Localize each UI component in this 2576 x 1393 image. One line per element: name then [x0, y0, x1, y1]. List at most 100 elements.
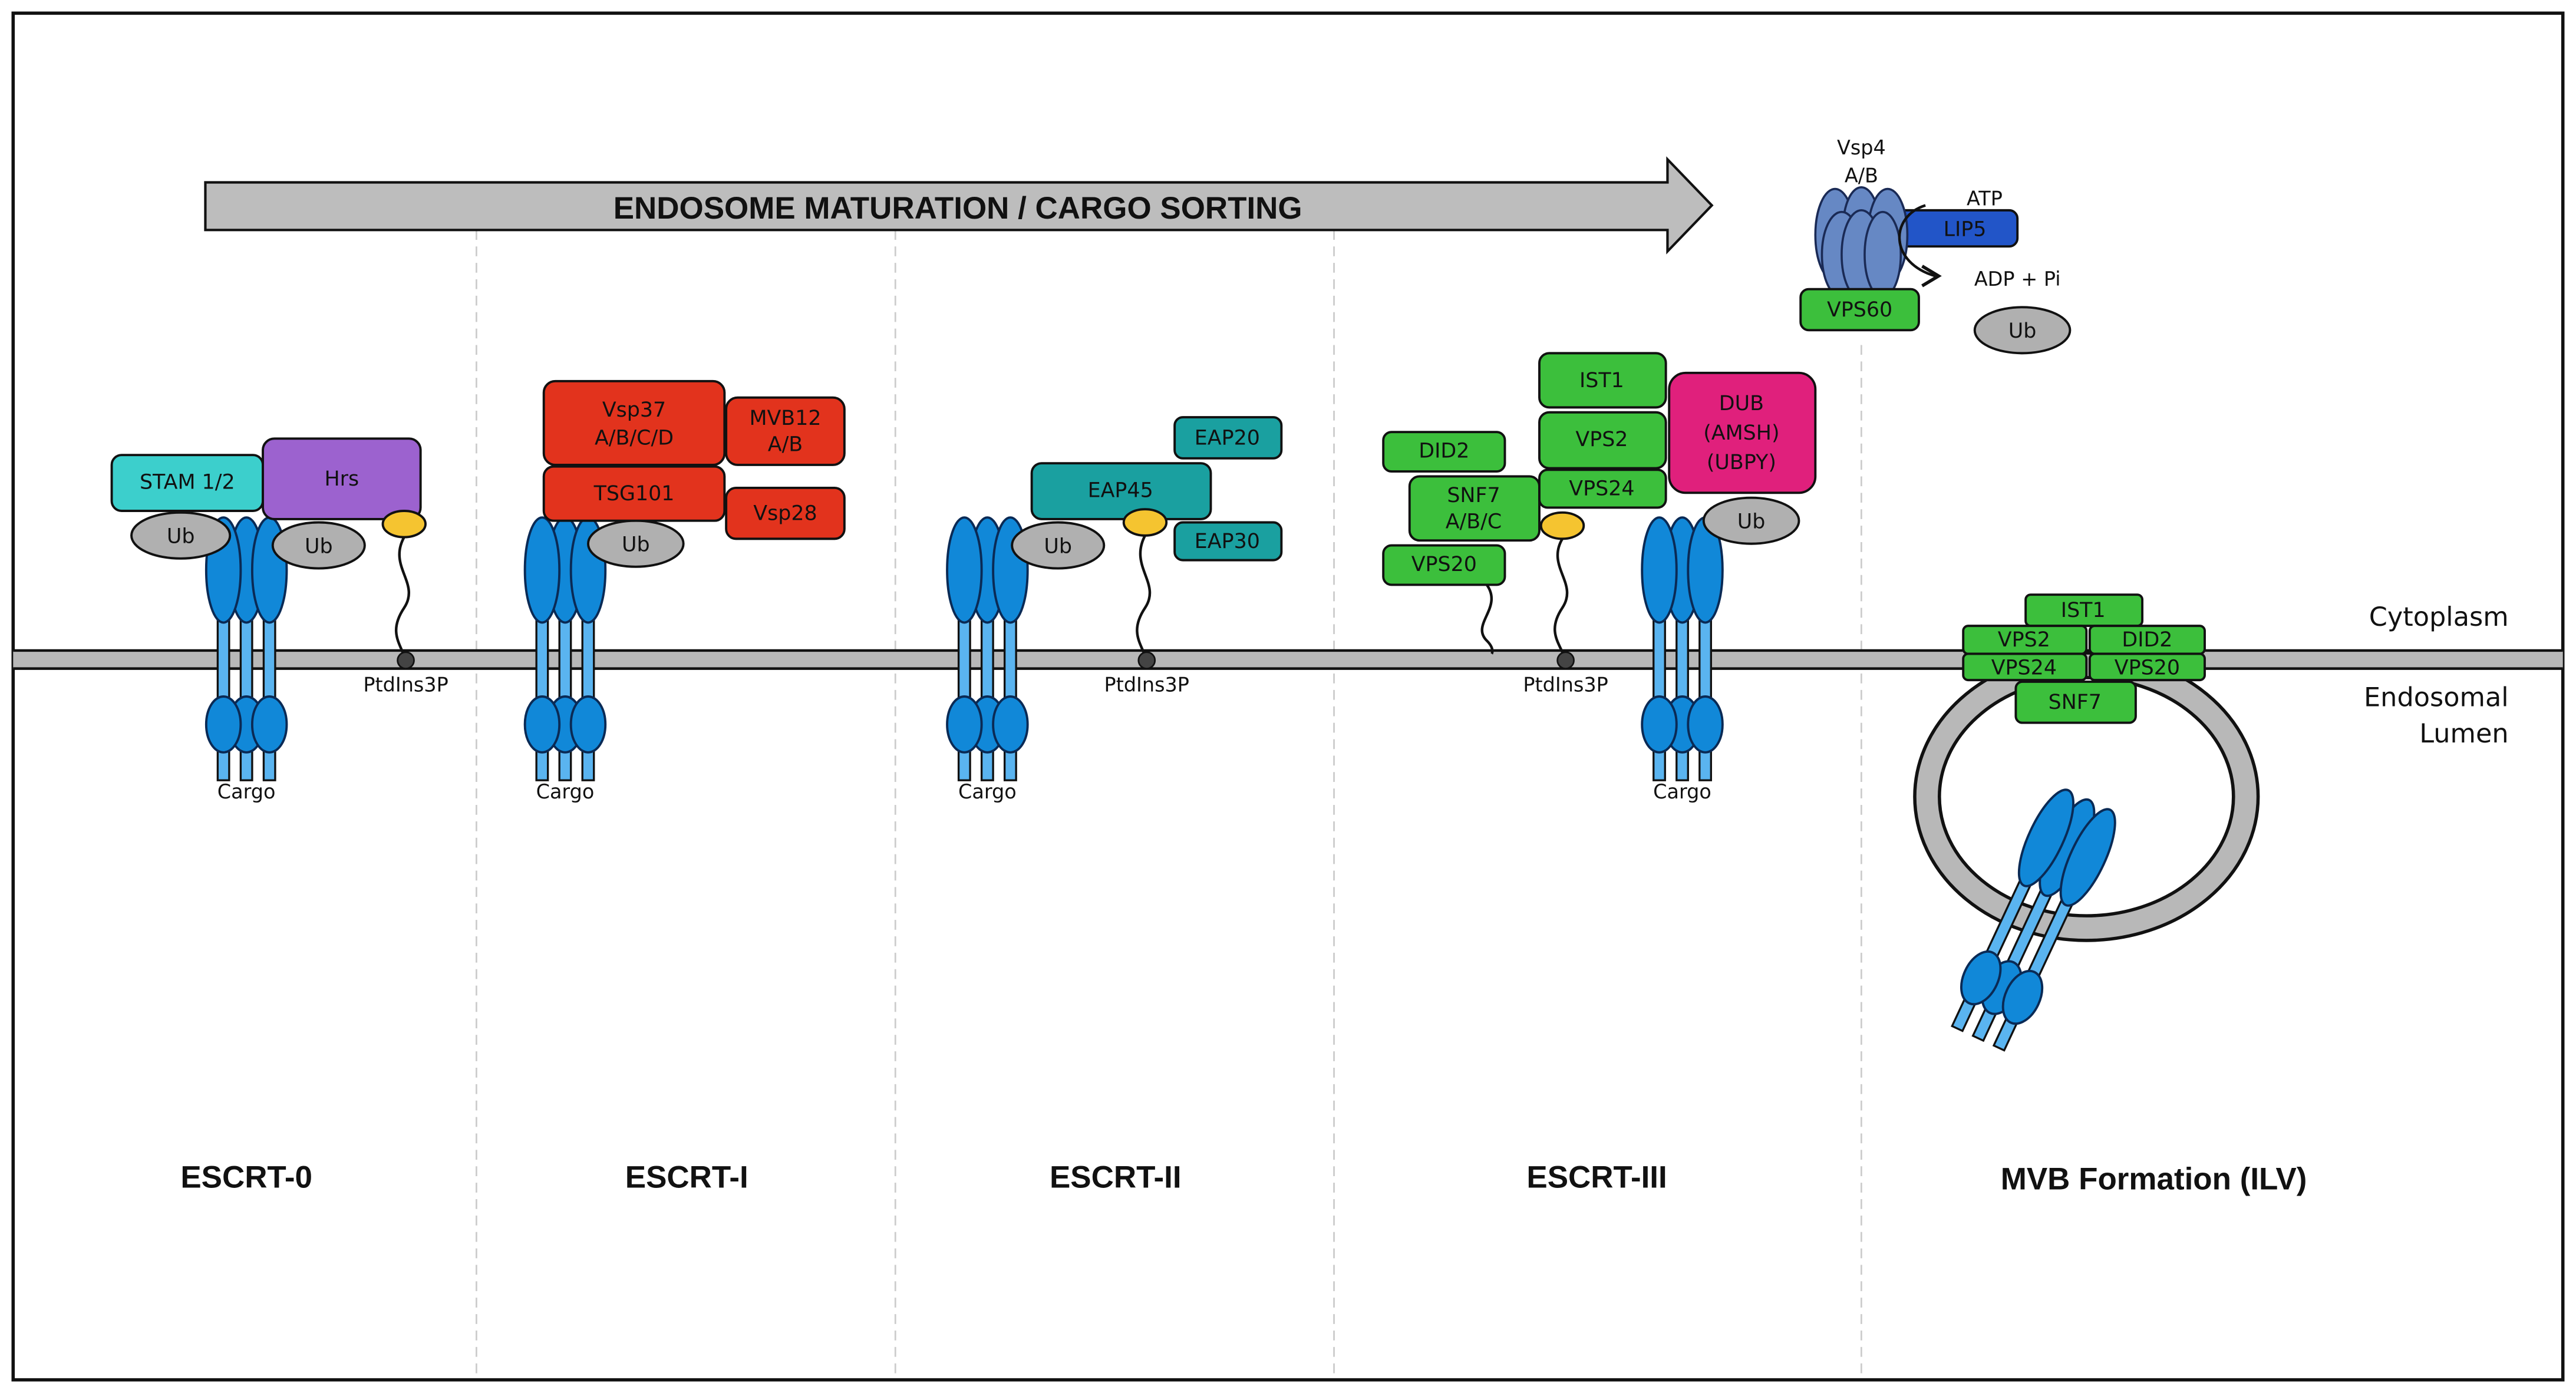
- lipid-linker: [1136, 534, 1152, 661]
- ub-label: Ub: [2008, 319, 2037, 343]
- escrt-ii-title: ESCRT-II: [1050, 1160, 1182, 1195]
- vps4-complex: Vsp4 A/B LIP5 ATP ADP + Pi VPS60 Ub: [1799, 136, 2072, 355]
- cargo-protein: [1951, 788, 2116, 1052]
- cargo-label: Cargo: [958, 780, 1017, 803]
- mvb12-protein: [725, 396, 846, 466]
- eap20-protein: [1173, 416, 1283, 460]
- fyve-domain: [381, 510, 427, 539]
- escrt-0: Ub Ub STAM 1/2 Hrs PtdIns3P ESCRT-0: [110, 437, 448, 1195]
- ubiquitin: [1973, 306, 2072, 355]
- snf7-label: SNF7: [1447, 484, 1500, 507]
- lumen-label-line1: Endosomal: [2364, 682, 2509, 713]
- ptdins3p-head: [1556, 651, 1575, 670]
- eap20-label: EAP20: [1195, 426, 1260, 450]
- atp-hydrolysis-arrow: [1898, 204, 1936, 278]
- mvb12-sublabel: A/B: [768, 433, 803, 456]
- lipid-linker: [1553, 538, 1569, 661]
- cargo-protein: Cargo: [946, 516, 1029, 803]
- maturation-arrow: ENDOSOME MATURATION / CARGO SORTING: [204, 156, 1714, 255]
- cargo-domain: [523, 695, 561, 754]
- vps24-label: VPS24: [1991, 656, 2057, 680]
- vsp37-protein: [542, 379, 726, 466]
- hrs-label: Hrs: [324, 467, 359, 491]
- did2-protein: [1382, 431, 1506, 473]
- dub-label: DUB: [1719, 392, 1764, 415]
- vsp37-label: Vsp37: [602, 398, 666, 422]
- vps2-label: VPS2: [1575, 428, 1628, 451]
- eap30-label: EAP30: [1195, 530, 1260, 553]
- cargo-protein: Cargo: [523, 516, 607, 803]
- cargo-domain: [1641, 695, 1678, 754]
- vps4-label: Vsp4: [1837, 136, 1886, 159]
- escrt-0-title: ESCRT-0: [180, 1160, 312, 1195]
- eap30-protein: [1173, 521, 1283, 562]
- cargo-domain: [250, 695, 288, 754]
- ub-label: Ub: [1044, 534, 1072, 558]
- mvb12-label: MVB12: [749, 407, 821, 430]
- cargo-domain: [1687, 695, 1724, 754]
- cargo-domain: [205, 695, 242, 754]
- cargo-domain: [523, 516, 561, 624]
- ptdins3p-head: [1137, 651, 1156, 670]
- ptdins3p-label: PtdIns3P: [363, 674, 448, 696]
- cargo-domain: [2001, 969, 2044, 1025]
- vsp37-sublabel: A/B/C/D: [595, 426, 674, 450]
- ubiquitin: [130, 511, 232, 560]
- lipid-linker: [394, 536, 411, 661]
- ptdins3p-label: PtdIns3P: [1523, 674, 1608, 696]
- lumen-label-line2: Lumen: [2419, 718, 2508, 749]
- did2-label: DID2: [2122, 628, 2172, 652]
- ptdins3p-head: [397, 651, 415, 670]
- ub-label: Ub: [622, 533, 650, 557]
- cargo-domain: [946, 516, 983, 624]
- vps4-hexamer: [1814, 186, 1909, 301]
- snf7-protein: [1408, 475, 1541, 542]
- atp-label: ATP: [1967, 187, 2003, 210]
- vps4-sublabel: A/B: [1845, 164, 1878, 187]
- glue-domain: [1122, 508, 1168, 537]
- ist1-label: IST1: [1579, 369, 1624, 392]
- vps20-label: VPS20: [2115, 656, 2180, 680]
- section-dividers: [476, 230, 1862, 1377]
- vsp28-label: Vsp28: [753, 502, 817, 526]
- cargo-domain: [2017, 788, 2074, 887]
- ub-label: Ub: [305, 534, 333, 558]
- snf7-sublabel: A/B/C: [1446, 510, 1502, 534]
- cargo-domain: [1960, 950, 2002, 1006]
- vps2-protein: [1538, 411, 1667, 470]
- tsg101-label: TSG101: [593, 482, 675, 506]
- eap45-label: EAP45: [1088, 479, 1153, 503]
- hrs-protein: [262, 437, 422, 520]
- snf7-label: SNF7: [2049, 691, 2102, 714]
- tsg101-protein: [542, 465, 726, 522]
- cargo-domain: [992, 695, 1029, 754]
- escrt-iii: DID2 SNF7 A/B/C VPS20 IST1 VPS2 VPS24 Ub…: [1382, 352, 1817, 1195]
- vps24-label: VPS24: [1569, 477, 1634, 501]
- vps24-protein: [1538, 468, 1667, 509]
- snf7-protein: [2014, 680, 2137, 724]
- cargo-label: Cargo: [536, 780, 595, 803]
- cytoplasm-label: Cytoplasm: [2369, 602, 2509, 632]
- vps20-protein: [2088, 652, 2206, 682]
- cargo-protein: Cargo: [1641, 516, 1724, 803]
- cargo-domain: [569, 695, 607, 754]
- ptdins3p-label: PtdIns3P: [1104, 674, 1189, 696]
- vps60-protein: [1799, 288, 1920, 332]
- arrowhead-icon: [1921, 265, 1942, 288]
- eap45-protein: [1030, 462, 1212, 520]
- ub-label: Ub: [1737, 510, 1766, 534]
- lipid-binding-domain: [1539, 511, 1585, 540]
- ubiquitin: [1011, 521, 1106, 570]
- vsp28-protein: [725, 487, 846, 540]
- vps20-protein: [1382, 544, 1506, 586]
- cargo-label: Cargo: [217, 780, 276, 803]
- arrow-label: ENDOSOME MATURATION / CARGO SORTING: [614, 191, 1302, 226]
- cargo-domain: [2059, 808, 2116, 907]
- mvb-formation: IST1 VPS2 DID2 VPS24 VPS20 SNF7 MVB Form…: [1913, 593, 2307, 1196]
- mvb-title: MVB Formation (ILV): [2001, 1161, 2307, 1196]
- cargo-protein: Cargo: [205, 516, 288, 803]
- dub-amsh-label: (AMSH): [1703, 421, 1779, 445]
- ub-label: Ub: [167, 525, 195, 549]
- adp-label: ADP + Pi: [1974, 268, 2061, 291]
